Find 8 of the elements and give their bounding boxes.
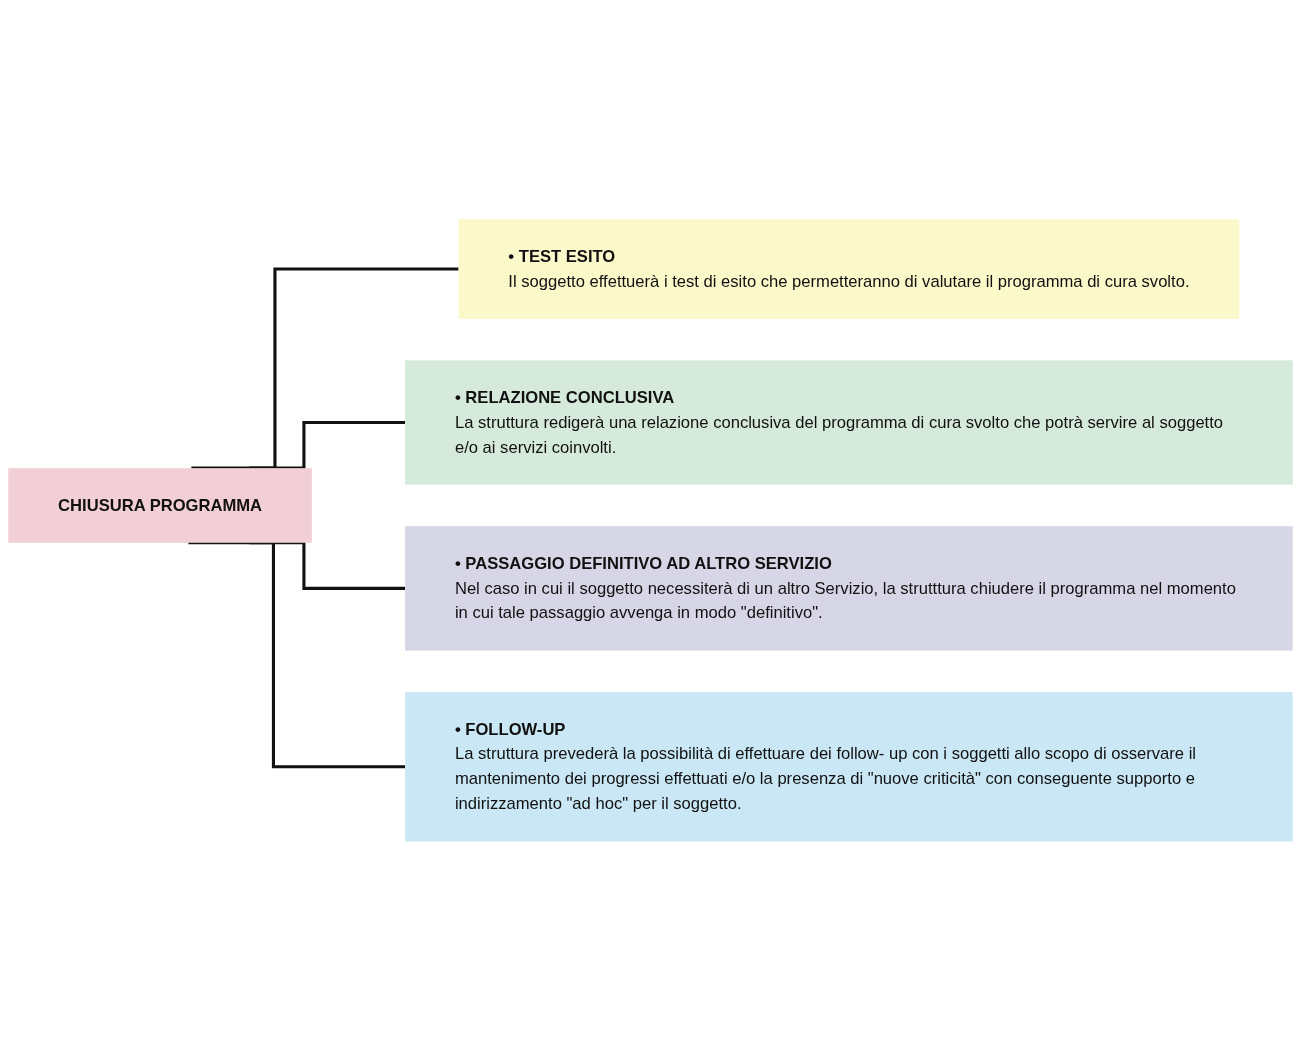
node-box: • RELAZIONE CONCLUSIVA La struttura redigerà una relazione conclusiva del programma di cura svolto che potrà servire al soggetto e/o ai servizi coinvolti. [405, 359, 1293, 485]
connector [191, 267, 459, 470]
connector [188, 540, 406, 768]
node-box: • PASSAGGIO DEFINITIVO AD ALTRO SERVIZIO Nel caso in cui il soggetto necessiterà di un altro Servizio, la strutttura chiudere il programma nel momento in cui tale passaggio avvenga in modo "definitivo". [405, 525, 1293, 651]
node-box: • FOLLOW-UP La struttura prevederà la possibilità di effettuare dei follow- up con i soggetti allo scopo di osservare il mantenimento dei progressi effettuati e/o la presenza di "nuove criticità" con conseguente supporto e indirizzamento "ad hoc" per il soggetto. [405, 691, 1293, 842]
connector [249, 420, 406, 470]
node-box: CHIUSURA PROGRAMMA [8, 467, 312, 543]
node-box: • TEST ESITO Il soggetto effettuerà i test di esito che permetteranno di valutare il programma di cura svolto. [458, 218, 1240, 319]
